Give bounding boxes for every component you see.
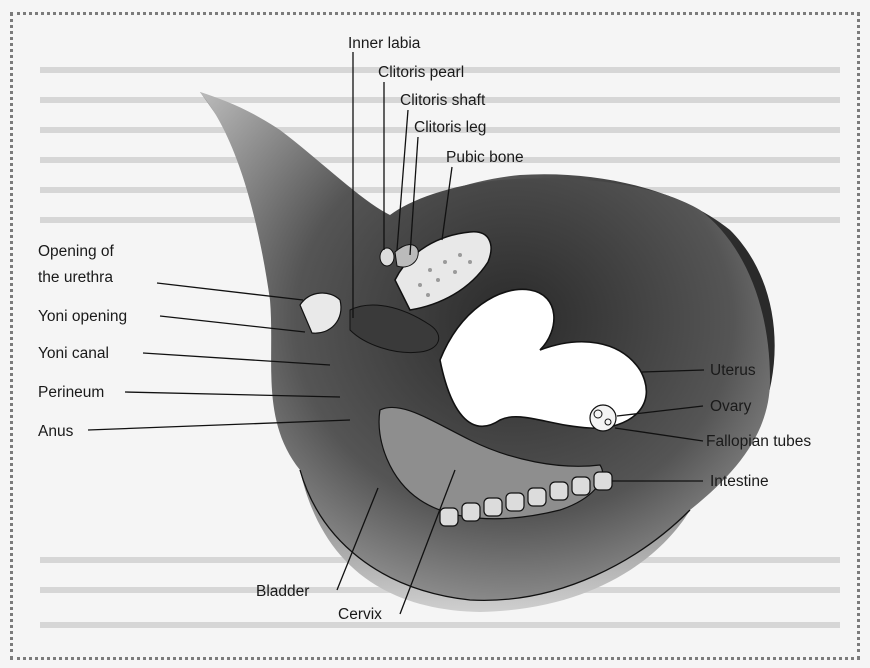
label-cervix: Cervix — [338, 606, 382, 623]
label-opening-urethra-2: the urethra — [38, 269, 113, 286]
label-anus: Anus — [38, 423, 74, 440]
label-intestine: Intestine — [710, 473, 769, 490]
label-bladder: Bladder — [256, 583, 309, 600]
label-uterus: Uterus — [710, 362, 756, 379]
label-clitoris-pearl: Clitoris pearl — [378, 64, 464, 81]
label-clitoris-leg: Clitoris leg — [414, 119, 486, 136]
label-clitoris-shaft: Clitoris shaft — [400, 92, 486, 109]
label-opening-urethra-1: Opening of — [38, 243, 115, 260]
label-yoni-opening: Yoni opening — [38, 308, 127, 325]
label-yoni-canal: Yoni canal — [38, 345, 109, 362]
label-fallopian-tubes: Fallopian tubes — [706, 433, 811, 450]
label-perineum: Perineum — [38, 384, 104, 401]
ovary — [590, 405, 616, 431]
label-ovary: Ovary — [710, 398, 752, 415]
label-inner-labia: Inner labia — [348, 35, 421, 52]
label-pubic-bone: Pubic bone — [446, 149, 524, 166]
